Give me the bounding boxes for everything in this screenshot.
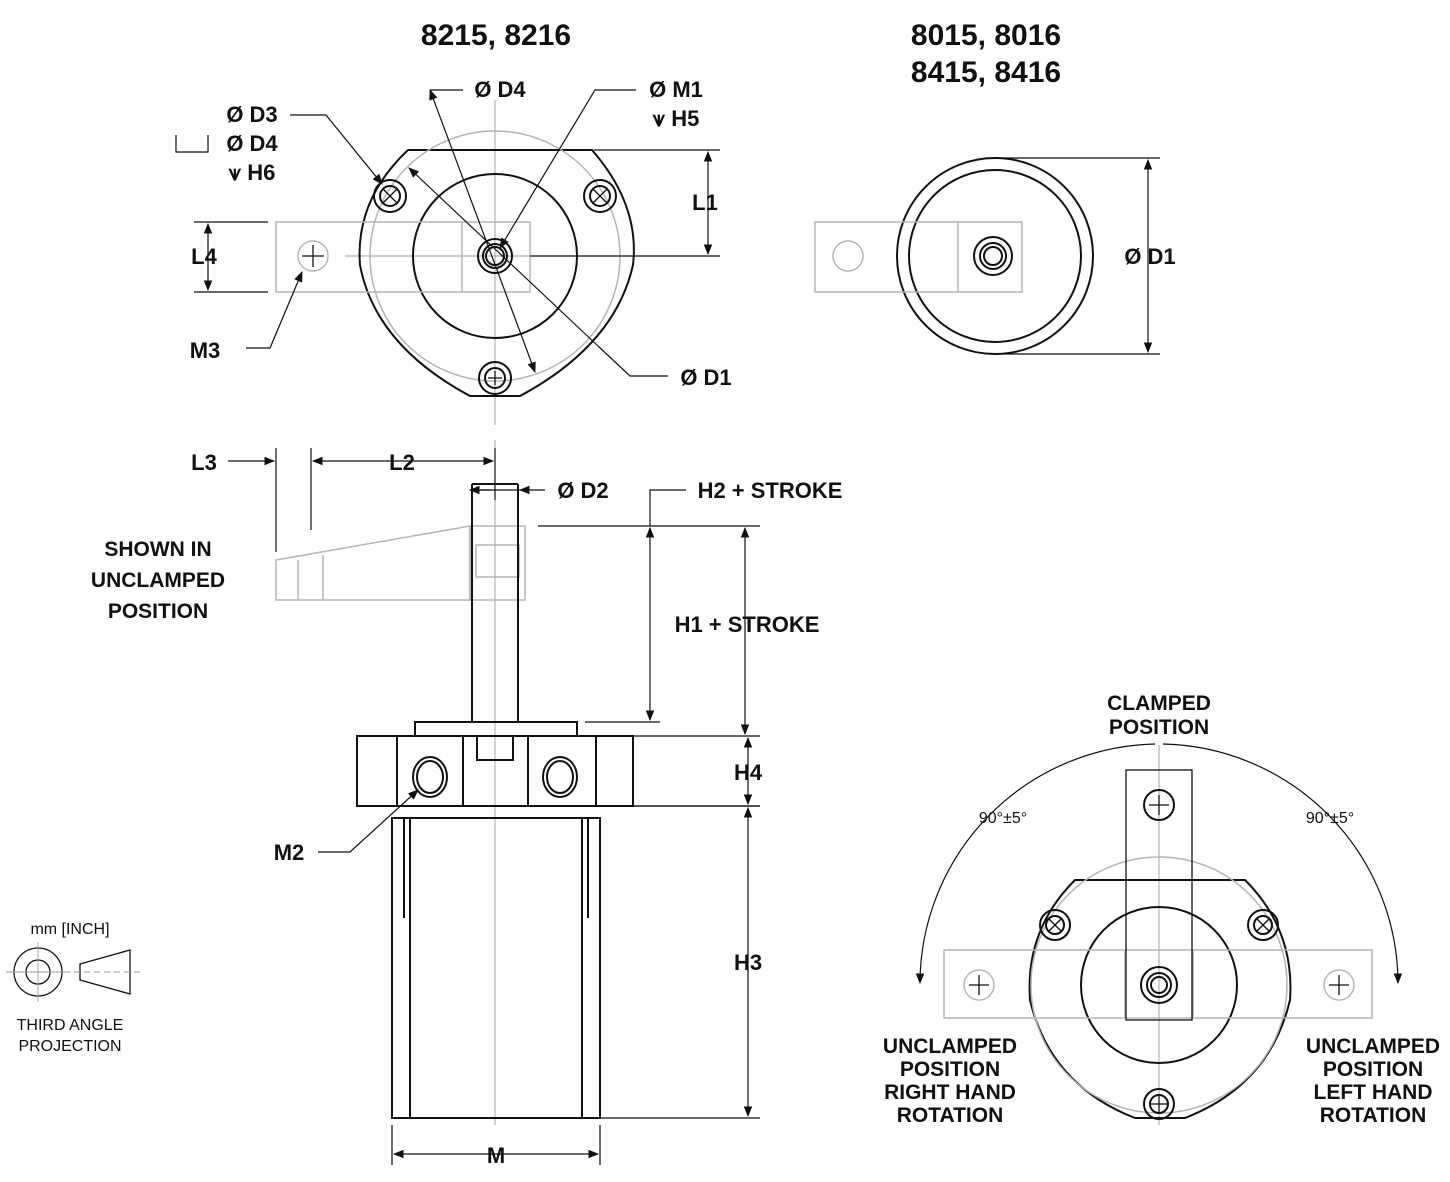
projection-line-1: THIRD ANGLE <box>17 1017 124 1034</box>
label-d1-right: Ø D1 <box>1124 244 1175 269</box>
label-h3: H3 <box>734 950 762 975</box>
label-d4-cbore: Ø D4 <box>226 131 278 156</box>
note-line-1: SHOWN IN <box>104 538 211 561</box>
clamped-line-2: POSITION <box>1109 716 1209 739</box>
note-line-2: UNCLAMPED <box>91 569 225 592</box>
label-l3: L3 <box>191 450 217 475</box>
outer-circle <box>896 157 1094 355</box>
right-hand-line-3: RIGHT HAND <box>884 1081 1016 1104</box>
header-left-models: 8215, 8216 <box>421 19 571 52</box>
label-d1-top: Ø D1 <box>680 365 731 390</box>
rotation-view <box>915 743 1403 1125</box>
left-hand-line-2: POSITION <box>1323 1058 1423 1081</box>
label-d2: Ø D2 <box>557 478 608 503</box>
top-view <box>175 88 720 425</box>
label-h5: ⩛ H5 <box>652 106 700 131</box>
label-h6: ⩛ H6 <box>228 160 276 185</box>
third-angle-symbol <box>6 942 140 1002</box>
round-arm-outline <box>814 221 1023 293</box>
projection-units: mm [INCH] <box>30 921 109 938</box>
mount-hole-1 <box>373 179 407 213</box>
cylinder-body <box>391 817 601 1119</box>
arm-hole <box>297 240 329 272</box>
note-line-3: POSITION <box>108 600 208 623</box>
label-h2-stroke: H2 + STROKE <box>698 478 843 503</box>
label-d4-top: Ø D4 <box>474 77 526 102</box>
side-view <box>228 440 760 1165</box>
right-hand-line-1: UNCLAMPED <box>883 1035 1017 1058</box>
label-h1-stroke: H1 + STROKE <box>675 612 820 637</box>
label-d3: Ø D3 <box>226 102 277 127</box>
label-m1: Ø M1 <box>649 77 703 102</box>
label-l2: L2 <box>389 450 415 475</box>
label-l4: L4 <box>191 244 217 269</box>
projection-line-2: PROJECTION <box>18 1038 121 1055</box>
clamped-line-1: CLAMPED <box>1107 692 1211 715</box>
angle-right: 90°±5° <box>1306 810 1354 827</box>
header-right-models-2: 8415, 8416 <box>911 56 1061 89</box>
mount-hole-2 <box>583 179 617 213</box>
label-m: M <box>487 1143 505 1168</box>
right-hand-line-4: ROTATION <box>897 1104 1004 1127</box>
port-m2 <box>412 756 448 798</box>
left-hand-line-4: ROTATION <box>1320 1104 1427 1127</box>
label-m3: M3 <box>190 338 221 363</box>
left-hand-line-3: LEFT HAND <box>1314 1081 1433 1104</box>
label-h4: H4 <box>734 760 763 785</box>
round-top-view <box>814 157 1160 355</box>
right-hand-line-2: POSITION <box>900 1058 1000 1081</box>
angle-left: 90°±5° <box>979 810 1027 827</box>
header-right-models-1: 8015, 8016 <box>911 19 1061 52</box>
left-hand-line-1: UNCLAMPED <box>1306 1035 1440 1058</box>
label-l1: L1 <box>692 190 718 215</box>
flange-outline <box>358 149 635 397</box>
unclamped-arm <box>275 525 471 601</box>
label-m2: M2 <box>274 840 305 865</box>
